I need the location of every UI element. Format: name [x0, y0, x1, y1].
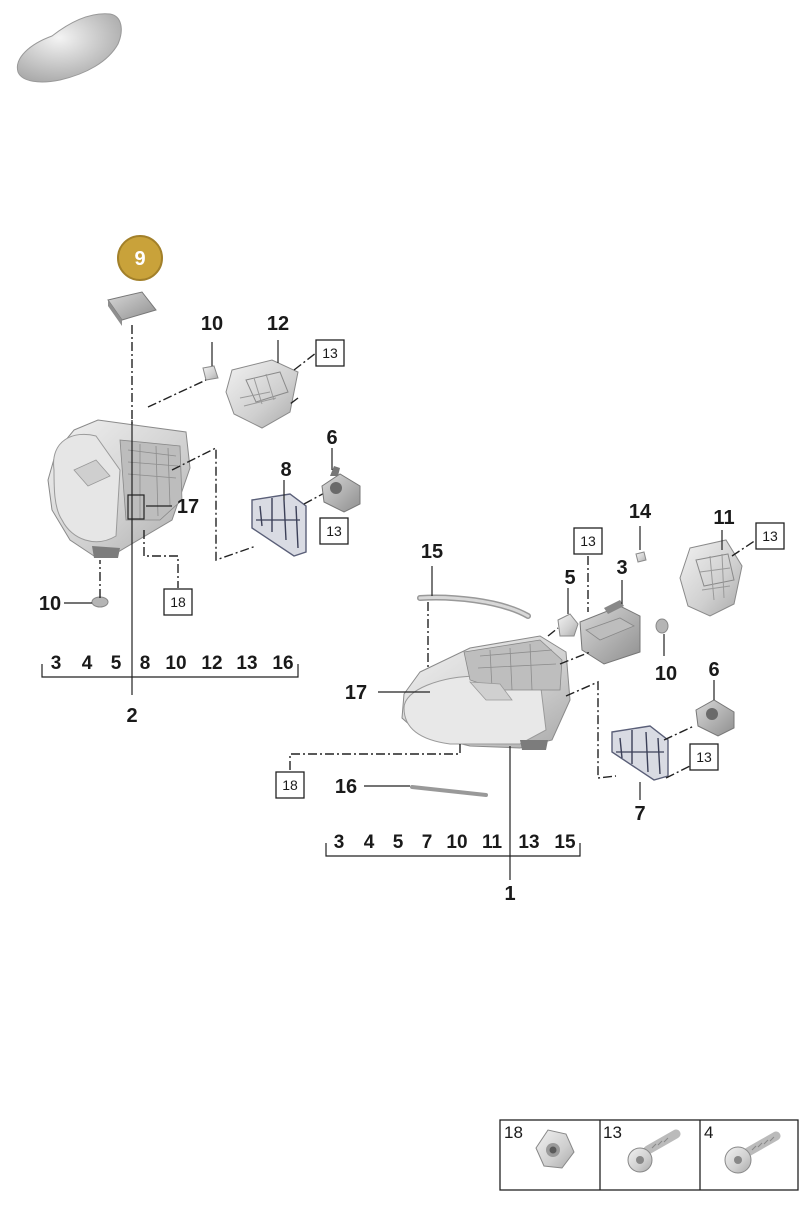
- flange-nut-icon: [535, 1129, 575, 1169]
- ref-box-18-right[interactable]: 18: [275, 771, 305, 799]
- callout-6-right[interactable]: 6: [708, 659, 719, 681]
- part-10-clip-bottom: [91, 596, 109, 608]
- ref-box-13-right-a[interactable]: 13: [573, 527, 603, 555]
- car-silhouette-icon: [16, 13, 122, 83]
- part-3-module: [579, 600, 641, 665]
- part-8-bracket: [251, 493, 307, 557]
- range-item: 8: [140, 653, 151, 674]
- part-17-label-frame: [127, 494, 145, 520]
- part-1-headlight-right: [401, 635, 571, 750]
- ref-box-label: 13: [326, 523, 342, 539]
- callout-3[interactable]: 3: [616, 557, 627, 579]
- part-12-housing: [225, 359, 299, 429]
- part-9-control-module: [107, 291, 157, 326]
- ref-box-13-right-b[interactable]: 13: [755, 522, 785, 550]
- ref-box-label: 13: [762, 528, 778, 544]
- range-left: 3 4 5 8 10 12 13 16: [51, 653, 294, 674]
- legend-label-13: 13: [603, 1123, 622, 1142]
- part-16-strip: [410, 785, 488, 797]
- range-item: 13: [518, 832, 539, 853]
- callout-7[interactable]: 7: [634, 803, 645, 825]
- ref-box-13-right-c[interactable]: 13: [689, 743, 719, 771]
- part-10-clip: [202, 365, 219, 381]
- ref-box-18-left[interactable]: 18: [163, 588, 193, 616]
- fastener-legend: 18 13 4: [499, 1119, 799, 1191]
- range-item: 4: [364, 832, 375, 853]
- part-11-housing: [679, 539, 743, 617]
- ref-box-label: 13: [580, 533, 596, 549]
- callout-8[interactable]: 8: [280, 459, 291, 481]
- range-item: 11: [482, 832, 503, 853]
- badge-label: 9: [134, 248, 145, 270]
- range-item: 10: [165, 653, 186, 674]
- legend-label-4: 4: [704, 1123, 713, 1142]
- part-14-clip: [635, 551, 647, 563]
- range-bracket-right: [325, 843, 581, 857]
- callout-6-left[interactable]: 6: [326, 427, 337, 449]
- part-9-badge[interactable]: 9: [117, 235, 163, 281]
- callout-17-left[interactable]: 17: [177, 496, 199, 518]
- callout-10-top[interactable]: 10: [201, 313, 223, 335]
- range-right: 3 4 5 7 10 11 13 15: [334, 832, 576, 853]
- callout-5[interactable]: 5: [564, 567, 575, 589]
- callout-1[interactable]: 1: [504, 883, 515, 905]
- range-item: 3: [51, 653, 62, 674]
- part-2-headlight-left: [47, 419, 191, 558]
- range-item: 4: [82, 653, 93, 674]
- part-7-bracket: [611, 725, 669, 781]
- ref-box-label: 13: [322, 345, 338, 361]
- ref-box-13-left-b[interactable]: 13: [319, 517, 349, 545]
- part-15-seal: [417, 594, 531, 619]
- legend-label-18: 18: [504, 1123, 523, 1142]
- legend-cell-13[interactable]: 13: [603, 1123, 681, 1173]
- callout-17-right[interactable]: 17: [345, 682, 367, 704]
- part-10-clip-right: [655, 618, 669, 634]
- range-item: 13: [236, 653, 257, 674]
- callout-11[interactable]: 11: [713, 507, 734, 529]
- range-item: 5: [393, 832, 404, 853]
- part-6-actuator: [321, 466, 361, 513]
- range-item: 16: [272, 653, 293, 674]
- range-item: 10: [446, 832, 467, 853]
- range-item: 5: [111, 653, 122, 674]
- callout-15[interactable]: 15: [421, 541, 443, 563]
- callout-12[interactable]: 12: [267, 313, 289, 335]
- ref-box-label: 18: [282, 777, 298, 793]
- short-screw-icon: [627, 1129, 681, 1173]
- legend-cell-18[interactable]: 18: [504, 1123, 575, 1169]
- part-6-actuator-right: [695, 699, 735, 737]
- callout-14[interactable]: 14: [629, 501, 652, 523]
- range-item: 3: [334, 832, 345, 853]
- legend-cell-4[interactable]: 4: [704, 1123, 781, 1174]
- callout-10-bottom[interactable]: 10: [39, 593, 61, 615]
- range-item: 7: [422, 832, 433, 853]
- range-item: 15: [554, 832, 576, 853]
- part-5-bulb-socket: [557, 613, 579, 637]
- callout-2[interactable]: 2: [126, 705, 137, 727]
- ref-box-label: 13: [696, 749, 712, 765]
- callout-16[interactable]: 16: [335, 776, 357, 798]
- ref-box-label: 18: [170, 594, 186, 610]
- range-bracket-left: [41, 664, 299, 678]
- range-item: 12: [201, 653, 222, 674]
- long-screw-icon: [724, 1131, 781, 1174]
- callout-10-right[interactable]: 10: [655, 663, 677, 685]
- ref-box-13-left-a[interactable]: 13: [315, 339, 345, 367]
